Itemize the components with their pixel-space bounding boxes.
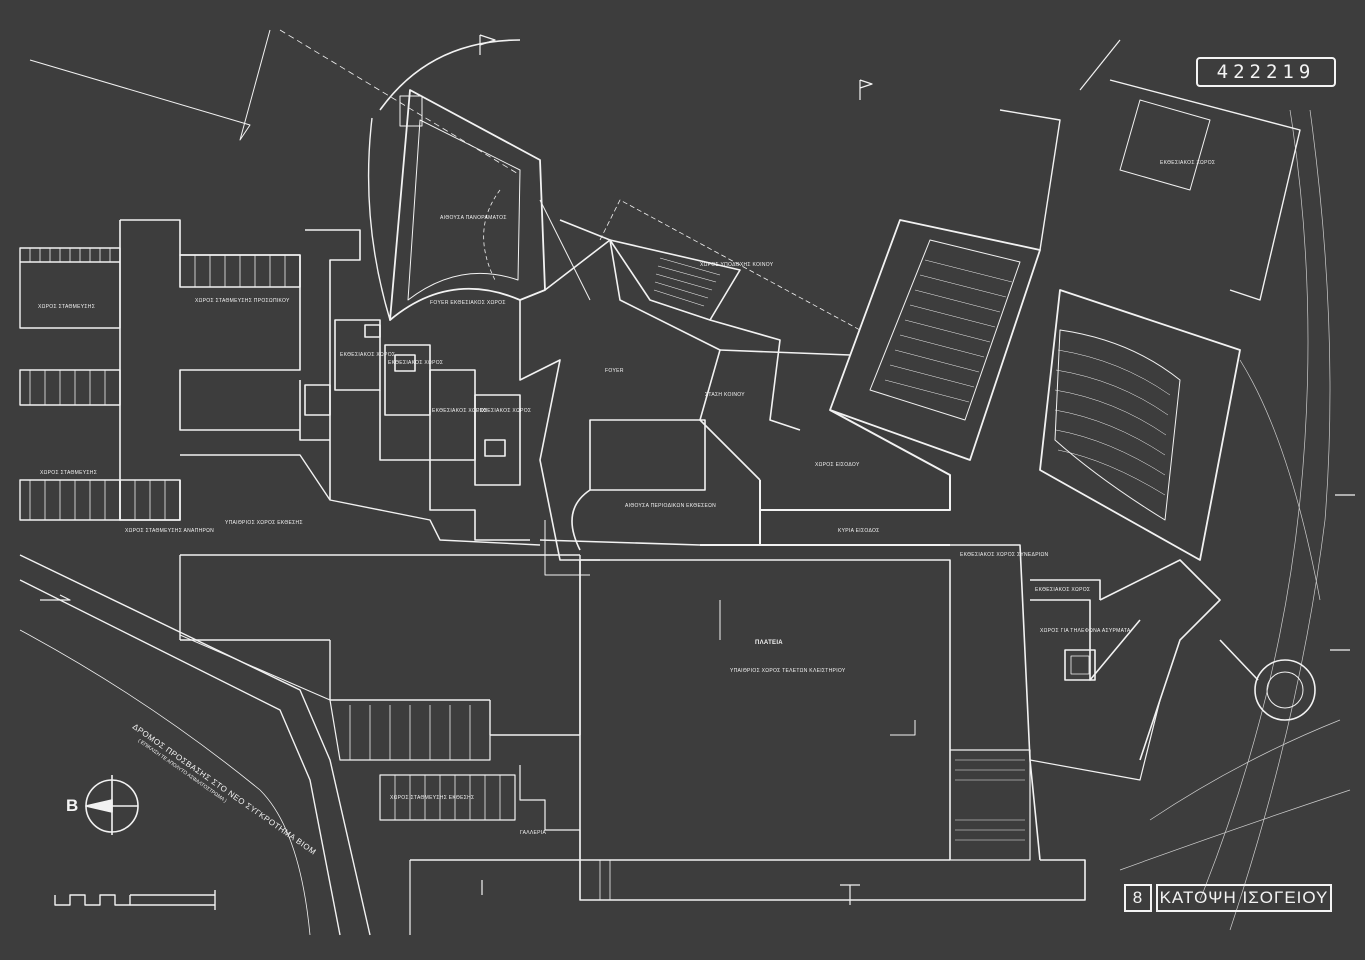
- north-arrow: [85, 775, 139, 835]
- auditorium-2: [1039, 79, 1301, 561]
- room-outdoor-exhibition: ΥΠΑΙΘΡΙΟΣ ΧΩΡΟΣ ΕΚΘΕΣΗΣ: [225, 520, 303, 526]
- room-parking-bottom: ΧΩΡΟΣ ΣΤΑΘΜΕΥΣΗΣ ΕΚΘΕΣΗΣ: [390, 795, 475, 801]
- circular-kiosk: [1219, 639, 1316, 721]
- stairs-bottom: [329, 699, 1086, 935]
- room-exhibition-space: ΕΚΘΕΣΙΑΚΟΣ ΧΩΡΟΣ: [1035, 587, 1091, 593]
- site-boundary-line: [29, 29, 271, 141]
- room-main-entrance: ΚΥΡΙΑ ΕΙΣΟΔΟΣ: [838, 528, 880, 534]
- parking-staff-block: [119, 219, 301, 521]
- room-exhibition-2: ΕΚΘΕΣΙΑΚΟΣ ΧΩΡΟΣ: [388, 360, 444, 366]
- right-wing: [950, 544, 1221, 861]
- room-press-hall: ΑΙΘΟΥΣΑ ΠΕΡΙΟΔΙΚΩΝ ΕΚΘΕΣΕΩΝ: [625, 503, 717, 509]
- room-parking-1: ΧΩΡΟΣ ΣΤΑΘΜΕΥΣΗΣ: [38, 304, 96, 310]
- room-gallery: ΣΤΑΣΗ ΚΟΙΝΟΥ: [705, 392, 745, 398]
- room-galleria: ΓΑΛΛΕΡΙΑ: [520, 830, 547, 836]
- room-exhibition-4: ΕΚΘΕΣΙΑΚΟΣ ΧΩΡΟΣ: [476, 408, 532, 414]
- scale-bar: [54, 890, 216, 910]
- auditorium-1: [829, 39, 1121, 461]
- room-parking-staff: ΧΩΡΟΣ ΣΤΑΘΜΕΥΣΗΣ ΠΡΟΣΩΠΙΚΟΥ: [195, 298, 290, 304]
- access-road: [19, 554, 371, 936]
- room-square-sub: ΥΠΑΙΘΡΙΟΣ ΧΩΡΟΣ ΤΕΛΕΤΩΝ ΚΛΕΙΣΤΗΡΙΟΥ: [730, 668, 846, 674]
- room-conference-exhibition: ΕΚΘΕΣΙΑΚΟΣ ΧΩΡΟΣ ΣΥΝΕΔΡΙΩΝ: [960, 552, 1049, 558]
- small-auditorium: [609, 239, 741, 321]
- room-square: ΠΛΑΤΕΙΑ: [755, 640, 783, 646]
- room-exhibition-1: ΕΚΘΕΣΙΑΚΟΣ ΧΩΡΟΣ: [340, 352, 396, 358]
- panorama-hall: [367, 39, 546, 321]
- drawing-title: 8 ΚΑΤΟΨΗ ΙΣΟΓΕΙΟΥ: [1124, 884, 1332, 912]
- entrance-band: [700, 409, 951, 546]
- room-ticket-space: ΧΩΡΟΣ ΓΙΑ ΤΗΛΕΦΩΝΑ ΑΣΥΡΜΑΤΑ: [1040, 628, 1131, 634]
- exhibition-rooms: [299, 229, 530, 541]
- room-entrance-hall: ΧΩΡΟΣ ΕΙΣΟΔΟΥ: [815, 462, 860, 468]
- foyer-block: [519, 239, 761, 576]
- square-outline: [579, 559, 951, 861]
- room-reception: ΧΩΡΟΣ ΥΠΟΔΟΧΗΣ ΚΟΙΝΟΥ: [700, 262, 774, 268]
- room-panorama-hall: ΑΙΘΟΥΣΑ ΠΑΝΟΡΑΜΑΤΟΣ: [440, 215, 507, 221]
- room-parking-disabled: ΧΩΡΟΣ ΣΤΑΘΜΕΥΣΗΣ ΑΝΑΠΗΡΩΝ: [125, 528, 215, 534]
- room-parking-2: ΧΩΡΟΣ ΣΤΑΘΜΕΥΣΗΣ: [40, 470, 98, 476]
- north-letter: Β: [66, 796, 79, 815]
- parking-left: [19, 247, 121, 521]
- diagonal-corridor: [539, 199, 861, 431]
- drawing-number: 8: [1124, 884, 1152, 912]
- room-exhibition-3: ΕΚΘΕΣΙΑΚΟΣ ΧΩΡΟΣ: [432, 408, 488, 414]
- section-markers: [40, 34, 1355, 905]
- room-exhibition-top: ΕΚΘΕΣΙΑΚΟΣ ΧΩΡΟΣ: [1160, 160, 1216, 166]
- drawing-title-text: ΚΑΤΟΨΗ ΙΣΟΓΕΙΟΥ: [1156, 884, 1332, 912]
- room-foyer: FOYER: [605, 368, 624, 374]
- terrain-contours: [1119, 109, 1351, 931]
- room-foyer-exhibition: FOYER ΕΚΘΕΣΙΑΚΟΣ ΧΩΡΟΣ: [430, 300, 506, 306]
- sheet-number: 422219: [1196, 57, 1336, 87]
- outdoor-exhibition-area: [179, 454, 581, 736]
